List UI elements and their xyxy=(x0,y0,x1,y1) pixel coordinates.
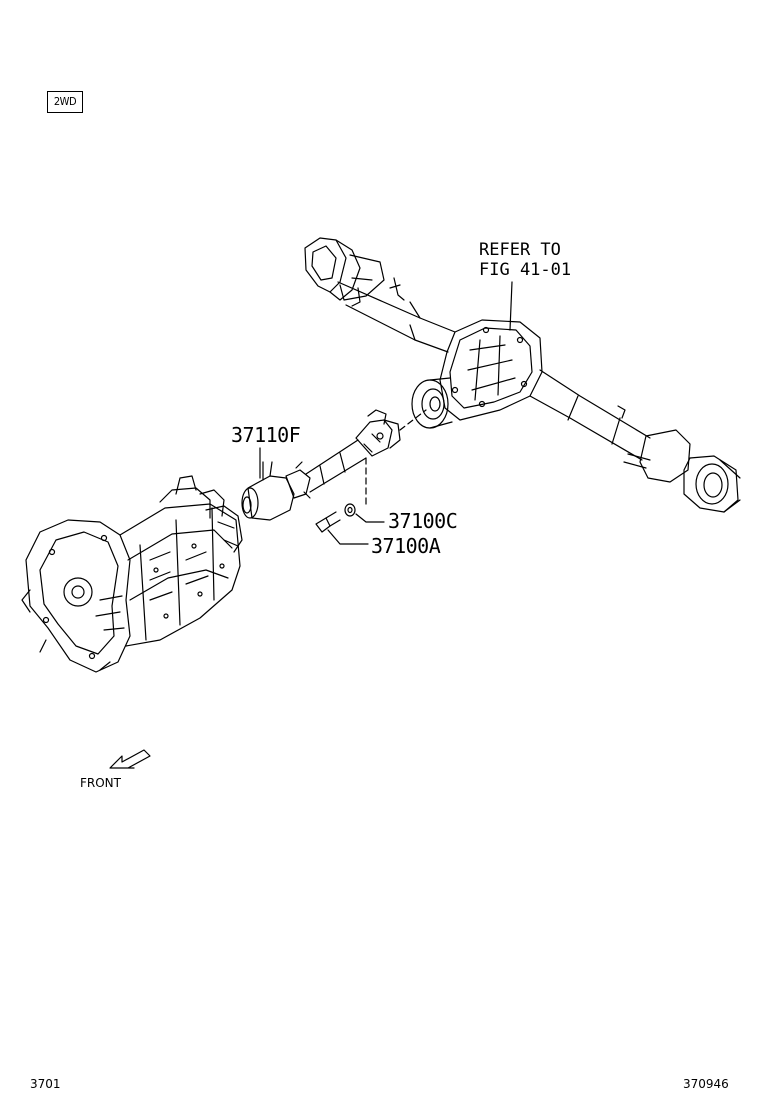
front-label: FRONT xyxy=(80,776,121,790)
footer-illustration-number: 370946 xyxy=(683,1077,729,1091)
refer-note-line-1: REFER TO xyxy=(479,240,561,260)
callout-propeller-shaft: 37110F xyxy=(231,423,301,447)
callout-nut: 37100C xyxy=(388,509,458,533)
drive-type-badge: 2WD xyxy=(47,91,83,113)
refer-note-line-2: FIG 41-01 xyxy=(479,260,572,280)
bolt-37100A xyxy=(316,512,368,544)
propeller-shaft-37110F xyxy=(242,410,426,520)
transmission-assembly xyxy=(22,476,242,672)
front-direction-arrow-icon xyxy=(110,750,150,768)
rear-axle-housing xyxy=(305,238,740,512)
callout-bolt: 37100A xyxy=(371,534,441,558)
nut-37100C xyxy=(345,504,384,522)
footer-page-code: 3701 xyxy=(30,1077,61,1091)
